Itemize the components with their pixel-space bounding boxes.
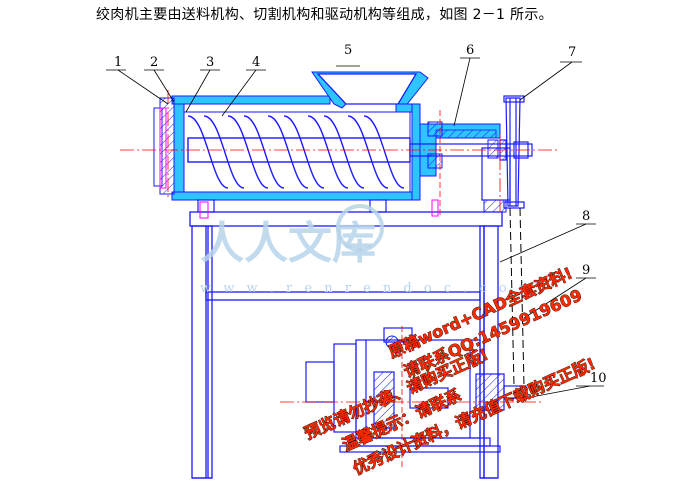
motor-lifting-eye (385, 335, 399, 349)
center-lines (120, 90, 560, 403)
part-numbers: 1 2 3 4 5 6 7 8 9 10 (114, 43, 607, 386)
part-label-7: 7 (568, 45, 576, 60)
bolt-upper (427, 121, 443, 137)
part-label-6: 6 (466, 43, 474, 58)
electric-motor (305, 327, 527, 453)
watermark-url: w w w . r e n r e n d o c . c o m (200, 281, 535, 296)
motor-fan-cover (305, 361, 335, 403)
watermark-logo-icon (336, 204, 384, 252)
part-label-5: 5 (344, 43, 352, 58)
bolt-bearing (487, 139, 499, 159)
barrel-housing (153, 71, 511, 213)
part-label-8: 8 (582, 209, 590, 224)
part-label-1: 1 (114, 55, 122, 70)
v-belt-pulley (503, 95, 525, 209)
bolt-lower (427, 153, 443, 169)
figure-caption: 绞肉机主要由送料机构、切割机构和驱动机构等组成，如图 2－1 所示。 (96, 7, 553, 23)
part-label-2: 2 (150, 55, 158, 70)
screw-auger (187, 115, 411, 189)
watermark-logo-text: 人人文库 (200, 218, 376, 269)
frame-mid-rail (205, 291, 481, 301)
part-label-3: 3 (206, 55, 214, 70)
watermark: 人人文库 w w w . r e n r e n d o c . c o m (200, 204, 535, 296)
part-label-9: 9 (582, 263, 590, 278)
part-label-4: 4 (252, 55, 260, 70)
v-belt (509, 207, 525, 387)
leader-lines (106, 57, 604, 399)
part-label-10: 10 (590, 371, 607, 386)
